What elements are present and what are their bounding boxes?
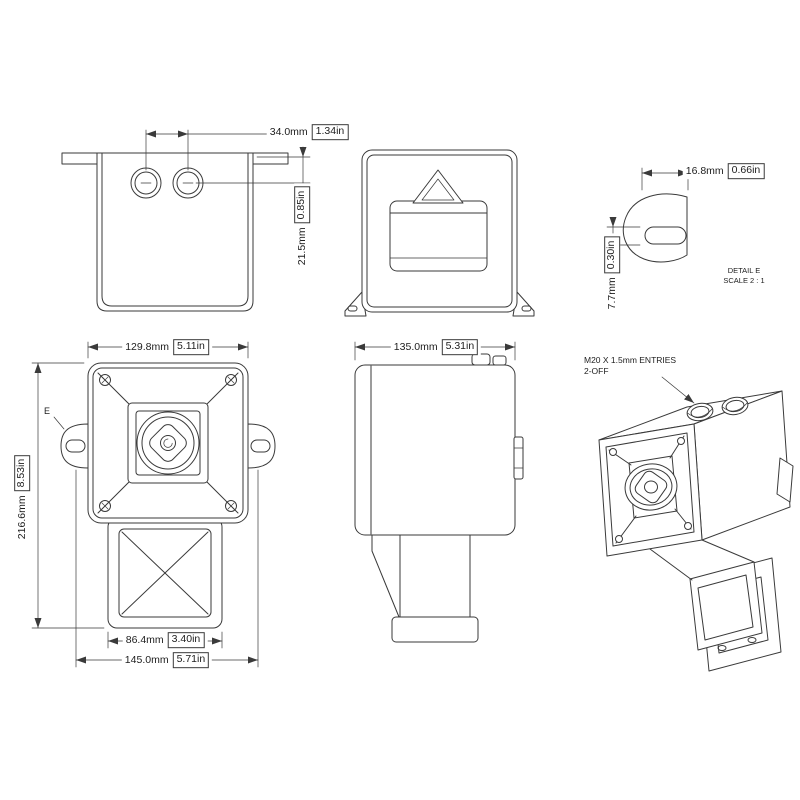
- dim-body-depth-in: 5.31in: [441, 339, 479, 355]
- dim-overall-height-in: 8.53in: [14, 454, 30, 492]
- dim-gland-offset-mm: 21.5mm: [295, 227, 308, 266]
- detail-e-title: DETAIL E: [727, 266, 761, 275]
- dimension-ear-width: [641, 167, 689, 191]
- iso-front-inner: [605, 432, 695, 547]
- bracket-hook-triangle: [412, 169, 464, 204]
- flare-diagonal-br: [206, 481, 239, 514]
- detail-e-view: [622, 193, 688, 263]
- bracket-hook-triangle-inner: [421, 178, 455, 201]
- side-body: [354, 364, 516, 536]
- dim-overall-height: 216.6mm 8.53in: [14, 451, 30, 543]
- flare-diagonal-bl: [97, 481, 130, 514]
- side-gland-front: [471, 353, 491, 366]
- detail-e-reference: E: [44, 406, 51, 416]
- logo-badge: [149, 424, 187, 462]
- dim-mounting-width-in: 5.71in: [172, 652, 210, 668]
- iso-bracket-slot-1: [717, 645, 727, 651]
- flare-diagonal-tr: [206, 372, 239, 405]
- side-horn-cap: [391, 616, 479, 643]
- dim-body-depth-mm: 135.0mm: [393, 340, 438, 353]
- dim-ear-slot-height: 7.7mm 0.30in: [604, 233, 620, 313]
- front-view: [60, 362, 276, 629]
- dim-ear-slot-height-mm: 7.7mm: [605, 277, 618, 310]
- mounting-bracket-plate: [389, 200, 488, 272]
- entries-note-line2: 2-OFF: [584, 366, 609, 377]
- rear-view-inner-wall: [366, 154, 513, 308]
- iso-gland-2-side: [722, 402, 748, 412]
- dim-horn-width-in: 3.40in: [167, 632, 205, 648]
- iso-bracket-slot-2: [747, 637, 757, 643]
- detail-e-caption: DETAIL E SCALE 2 : 1: [723, 266, 764, 286]
- rear-view: [344, 149, 535, 317]
- logo-swirl: [163, 438, 173, 448]
- dim-overall-height-mm: 216.6mm: [15, 495, 28, 540]
- rear-view-foot-slot-left: [347, 305, 358, 312]
- dim-gland-spacing-mm: 34.0mm: [269, 125, 308, 138]
- dim-body-depth: 135.0mm 5.31in: [390, 339, 482, 355]
- iso-cable-glands: [686, 396, 749, 422]
- top-view: [61, 152, 289, 312]
- dim-mounting-width-mm: 145.0mm: [124, 653, 169, 666]
- top-view-flange-left: [61, 152, 98, 165]
- cable-gland-left-inner: [134, 171, 158, 195]
- detail-e-scale: SCALE 2 : 1: [723, 276, 765, 286]
- dim-horn-width: 86.4mm 3.40in: [122, 632, 208, 648]
- dim-ear-width-in: 0.66in: [727, 163, 765, 179]
- top-view-flange-right: [252, 152, 289, 165]
- iso-flare-edge-right: [701, 539, 755, 563]
- dim-gland-spacing-in: 1.34in: [311, 124, 349, 140]
- front-body-inner: [92, 367, 244, 519]
- iso-logo-badge: [634, 470, 668, 504]
- dim-mounting-width: 145.0mm 5.71in: [121, 652, 213, 668]
- entries-note-line1: M20 X 1.5mm ENTRIES: [584, 355, 677, 365]
- lower-horn-inner: [118, 528, 212, 618]
- lower-horn-diagonal-2: [121, 531, 209, 615]
- mounting-ear-left-slot: [65, 439, 86, 453]
- dim-body-width-mm: 129.8mm: [125, 340, 169, 353]
- mounting-ear-right-slot: [250, 439, 271, 453]
- iso-logo-mark: [644, 480, 658, 494]
- horn-flare-outer-square: [127, 402, 209, 484]
- iso-horn-opening-inner: [697, 574, 754, 641]
- rear-view-foot-slot-right: [521, 305, 532, 312]
- dimension-overall-height: [31, 362, 105, 629]
- dim-ear-slot-height-in: 0.30in: [604, 236, 620, 274]
- iso-center-boss-inner: [629, 468, 673, 506]
- iso-gland-1-side: [687, 408, 713, 418]
- side-view: [354, 353, 524, 643]
- entries-note: M20 X 1.5mm ENTRIES 2-OFF: [584, 355, 676, 377]
- top-view-inner-wall: [101, 152, 249, 307]
- dim-body-width-in: 5.11in: [172, 339, 209, 355]
- logo-mark: [160, 435, 176, 451]
- detail-e-leader: [53, 416, 65, 430]
- dim-gland-offset-in: 0.85in: [294, 186, 310, 224]
- isometric-view: [598, 376, 794, 672]
- iso-mounting-ear: [776, 457, 794, 503]
- dim-body-width: 129.8mm 5.11in: [122, 339, 212, 355]
- dim-ear-width: 16.8mm 0.66in: [682, 163, 768, 179]
- iso-corner-screws: [609, 437, 692, 543]
- dimension-gland-spacing: [145, 129, 273, 171]
- dim-gland-spacing: 34.0mm 1.34in: [266, 124, 352, 140]
- iso-flare-edge-left: [649, 548, 693, 581]
- side-horn-flare: [371, 534, 400, 618]
- side-gland-rear: [492, 355, 507, 366]
- flare-diagonal-tl: [97, 372, 130, 405]
- dim-horn-width-mm: 86.4mm: [125, 633, 164, 646]
- horn-flare-inner-square: [135, 410, 201, 476]
- detail-ear-slot: [644, 226, 687, 245]
- iso-horn-opening: [689, 561, 763, 651]
- center-boss-inner: [141, 416, 195, 470]
- entries-note-leader: [661, 376, 695, 404]
- side-bracket-clip: [513, 436, 524, 480]
- dim-gland-offset: 21.5mm 0.85in: [294, 183, 310, 269]
- iso-gland-2-inner: [725, 399, 745, 413]
- dim-ear-width-mm: 16.8mm: [685, 164, 724, 177]
- iso-gland-1-inner: [690, 405, 710, 419]
